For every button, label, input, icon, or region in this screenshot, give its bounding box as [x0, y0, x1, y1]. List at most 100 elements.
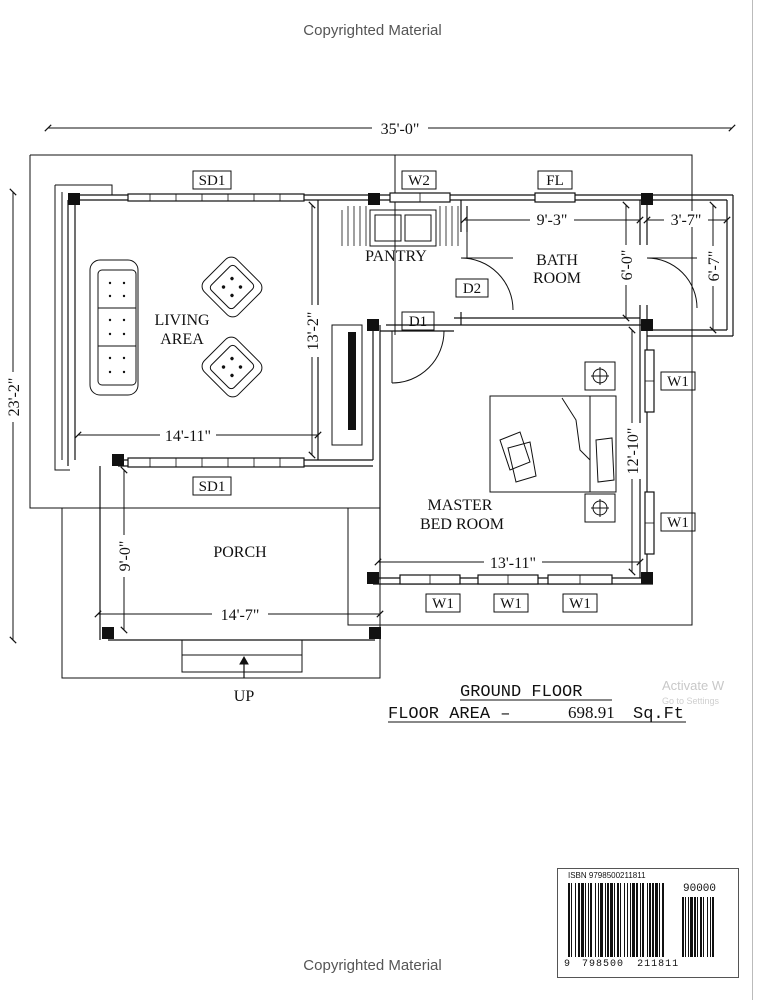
barcode-bar	[627, 883, 628, 957]
barcode-addon-bar	[707, 897, 708, 957]
barcode-bar	[588, 883, 589, 957]
overall-depth-dimension: 23'-2"	[4, 188, 23, 644]
sd1-bottom-tag: SD1	[199, 479, 226, 495]
barcode-addon-bar	[690, 897, 693, 957]
w1-right-top-tag: W1	[667, 374, 689, 390]
barcode-addon-bar	[685, 897, 686, 957]
barcode-bar	[640, 883, 641, 957]
barcode-bar	[600, 883, 603, 957]
overall-width-label: 35'-0"	[381, 121, 420, 138]
copyright-footer: Copyrighted Material	[303, 957, 442, 974]
barcode-bar	[605, 883, 606, 957]
armchair-icon	[201, 256, 263, 318]
entry-up-label: UP	[234, 688, 255, 705]
barcode-addon-bar	[697, 897, 698, 957]
barcode-bar	[614, 883, 615, 957]
w1-bottom-3-tag: W1	[569, 596, 591, 612]
w1-right-bottom-tag: W1	[667, 515, 689, 531]
living-label-line1: LIVING	[154, 312, 210, 329]
barcode-bar	[607, 883, 609, 957]
w1-bottom-2-tag: W1	[500, 596, 522, 612]
master-label-line2: BED ROOM	[420, 516, 504, 533]
floor-area-unit: Sq.Ft	[633, 705, 684, 724]
columns	[68, 193, 653, 639]
d1-tag: D1	[409, 314, 427, 330]
barcode-bar	[578, 883, 580, 957]
activation-watermark: Activate W	[662, 678, 725, 693]
roof-outline	[29, 154, 693, 679]
passage-depth-label: 6'-7"	[706, 251, 723, 282]
barcode-bar	[659, 883, 660, 957]
barcode-bar	[585, 883, 586, 957]
doors	[391, 232, 698, 384]
barcode-bar	[655, 883, 658, 957]
window-mullions	[149, 193, 654, 584]
barcode-bar	[568, 883, 570, 957]
barcode-addon-bar	[700, 897, 702, 957]
barcode-bar	[652, 883, 654, 957]
barcode-bar	[642, 883, 644, 957]
floor-area-label: FLOOR AREA –	[388, 705, 510, 724]
room-labels: LIVING AREA PANTRY BATH ROOM MASTER BED …	[154, 248, 581, 705]
isbn-text: ISBN 9798500211811	[568, 871, 646, 880]
overall-width-dimension: 35'-0"	[44, 119, 736, 138]
opening-tag-boxes	[192, 170, 696, 613]
porch-label: PORCH	[213, 544, 267, 561]
sd1-top-tag: SD1	[199, 173, 226, 189]
title-block: GROUND FLOOR FLOOR AREA – 698.91 Sq.Ft	[388, 683, 686, 724]
barcode-bar	[636, 883, 638, 957]
barcode-digits: 9 798500 211811	[564, 959, 679, 970]
isbn-barcode: ISBN 9798500211811 90000 9 798500 211811	[557, 868, 739, 978]
passage-width-label: 3'-7"	[671, 212, 702, 229]
bed-width-label: 13'-11"	[490, 555, 536, 572]
barcode-addon-bar	[694, 897, 696, 957]
ground-floor-title: GROUND FLOOR	[460, 683, 582, 702]
barcode-bar	[571, 883, 572, 957]
barcode-bars	[568, 883, 714, 957]
barcode-addon-bar	[682, 897, 684, 957]
price-code: 90000	[683, 883, 717, 895]
barcode-addon-bar	[703, 897, 704, 957]
armchair-icon	[201, 336, 263, 398]
w1-bottom-1-tag: W1	[432, 596, 454, 612]
barcode-bar	[575, 883, 576, 957]
bath-width-label: 9'-3"	[537, 212, 568, 229]
barcode-addon-bar	[688, 897, 689, 957]
master-label-line1: MASTER	[428, 497, 493, 514]
fl-tag: FL	[546, 173, 564, 189]
d2-tag: D2	[463, 281, 481, 297]
porch-depth-label: 9'-0"	[117, 541, 134, 572]
pantry-label: PANTRY	[365, 248, 427, 265]
page-edge	[752, 0, 753, 1000]
barcode-bar	[662, 883, 664, 957]
barcode-bar	[610, 883, 613, 957]
barcode-addon-bar	[712, 897, 714, 957]
bath-label-line2: ROOM	[533, 270, 581, 287]
sink-icon	[341, 206, 459, 247]
sofa-icon	[89, 259, 139, 396]
dimension-labels: 9'-3" 3'-7" 6'-0" 6'-7" 13'-2" 14'-11" 1…	[115, 211, 723, 624]
barcode-digit-lead: 9	[564, 959, 572, 970]
floor-area-value: 698.91	[568, 703, 615, 722]
living-width-label: 14'-11"	[165, 428, 211, 445]
w2-tag: W2	[408, 173, 430, 189]
barcode-bar	[647, 883, 648, 957]
barcode-addon-bar	[710, 897, 711, 957]
barcode-bar	[617, 883, 619, 957]
bed-depth-label: 12'-10"	[625, 428, 642, 475]
barcode-bar	[581, 883, 584, 957]
porch-steps	[181, 639, 303, 678]
barcode-bar	[649, 883, 651, 957]
bath-depth-label: 6'-0"	[619, 250, 636, 281]
barcode-bar	[598, 883, 599, 957]
barcode-bar	[595, 883, 596, 957]
bed-icon	[489, 361, 617, 523]
barcode-bar	[590, 883, 592, 957]
barcode-digits-left: 798500	[582, 959, 625, 970]
living-label-line2: AREA	[160, 331, 204, 348]
living-depth-label: 13'-2"	[305, 312, 322, 351]
tv-unit-icon	[331, 324, 363, 446]
activation-watermark-sub: Go to Settings	[662, 696, 720, 706]
barcode-bar	[630, 883, 631, 957]
